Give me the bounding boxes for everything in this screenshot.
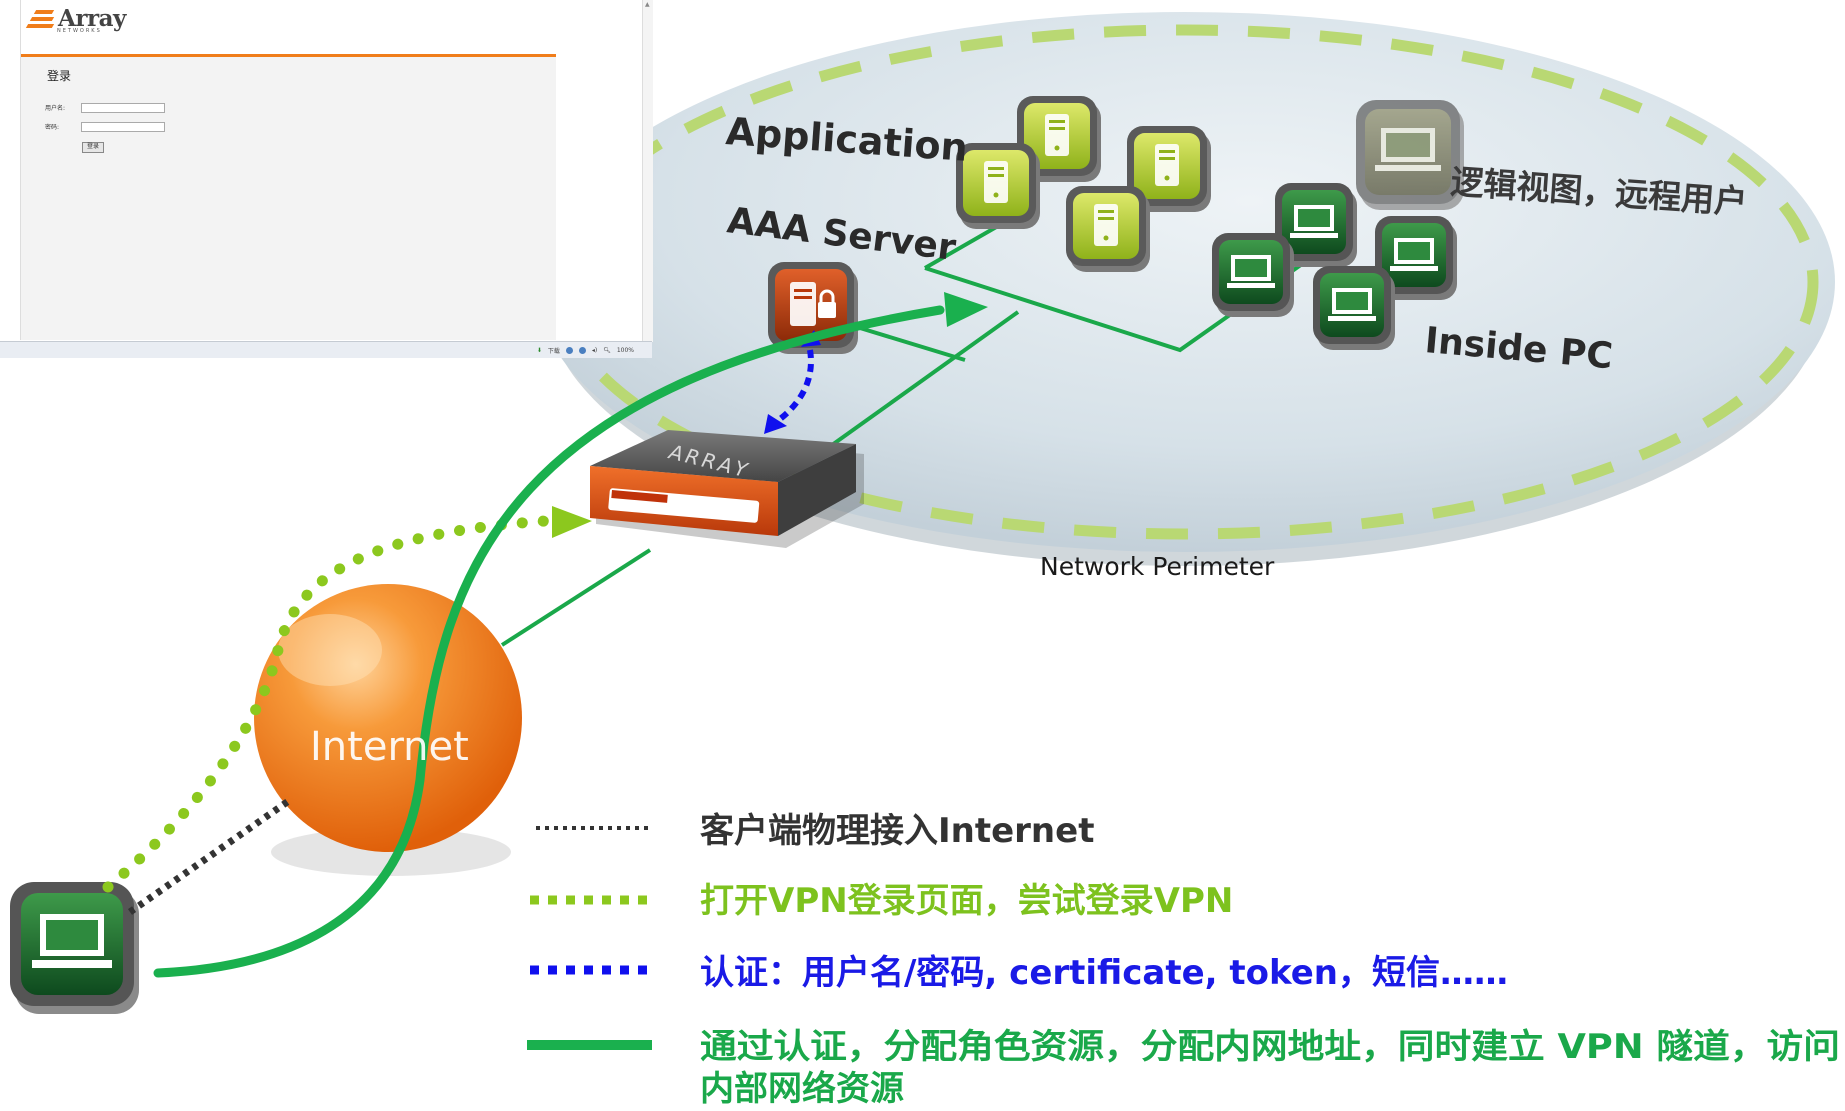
scroll-up-icon[interactable]: ▲ xyxy=(645,1,650,8)
internet-globe xyxy=(254,584,522,876)
legend-text-vpn-login: 打开VPN登录页面，尝试登录VPN xyxy=(700,881,1233,921)
logo-subtitle: NETWORKS xyxy=(57,28,102,34)
network-perimeter-label: Network Perimeter xyxy=(1040,552,1275,581)
login-title: 登录 xyxy=(47,69,72,83)
password-label: 密码: xyxy=(45,124,60,131)
network-icon[interactable] xyxy=(578,347,586,354)
sound-icon[interactable]: ◂) xyxy=(591,347,598,354)
username-field[interactable] xyxy=(81,103,165,113)
username-label: 用户名: xyxy=(45,105,66,112)
inside-pcs xyxy=(1212,183,1457,350)
legend-text-physical: 客户端物理接入Internet xyxy=(700,811,1094,851)
legend-text-auth: 认证：用户名/密码, certificate, token，短信…… xyxy=(700,953,1508,993)
logo-word: Array xyxy=(58,5,126,32)
vpn-login-page-screenshot: Array NETWORKS 登录 用户名: 密码: 登录 ▲ ⬇ 下载 ◂) … xyxy=(0,0,653,358)
physical-access-path xyxy=(127,797,293,915)
browser-status-bar: ⬇ 下载 ◂) 🔍︎ 100% xyxy=(0,341,652,358)
array-networks-logo: Array xyxy=(25,5,126,34)
login-button[interactable]: 登录 xyxy=(82,142,104,153)
login-page: Array NETWORKS 登录 用户名: 密码: 登录 xyxy=(20,0,556,340)
zoom-icon[interactable]: 🔍︎ xyxy=(603,347,611,354)
array-device-icon xyxy=(590,430,864,548)
vpn-tunnel-path xyxy=(153,305,945,978)
download-icon[interactable]: ⬇ xyxy=(536,347,542,354)
client-laptop-icon xyxy=(10,882,139,1014)
vertical-scrollbar[interactable]: ▲ xyxy=(642,0,653,342)
zoom-readout[interactable]: 100% xyxy=(616,347,634,354)
legend-text-tunnel-line2: 内部网络资源 xyxy=(700,1069,904,1109)
vpn-login-path xyxy=(102,514,566,893)
internet-label: Internet xyxy=(310,724,469,770)
logical-remote-user-icon xyxy=(1356,100,1464,210)
password-field[interactable] xyxy=(81,122,165,132)
security-icon[interactable] xyxy=(565,347,573,354)
network-perimeter xyxy=(535,12,1835,566)
legend-text-tunnel: 通过认证，分配角色资源，分配内网地址，同时建立 VPN 隧道，访问 xyxy=(700,1027,1840,1067)
auth-arrowhead-bottom xyxy=(764,414,787,434)
aaa-server-icon xyxy=(768,262,858,354)
login-header: Array NETWORKS xyxy=(21,0,556,57)
array-logo-mark-icon xyxy=(25,8,55,34)
legend: 客户端物理接入Internet 打开VPN登录页面，尝试登录VPN 认证：用户名… xyxy=(527,811,1840,1109)
vpn-tunnel-arrowhead xyxy=(944,292,988,327)
vpn-login-arrowhead xyxy=(552,506,592,538)
auth-path xyxy=(774,349,814,425)
application-servers xyxy=(956,96,1211,272)
download-label[interactable]: 下载 xyxy=(547,348,560,355)
